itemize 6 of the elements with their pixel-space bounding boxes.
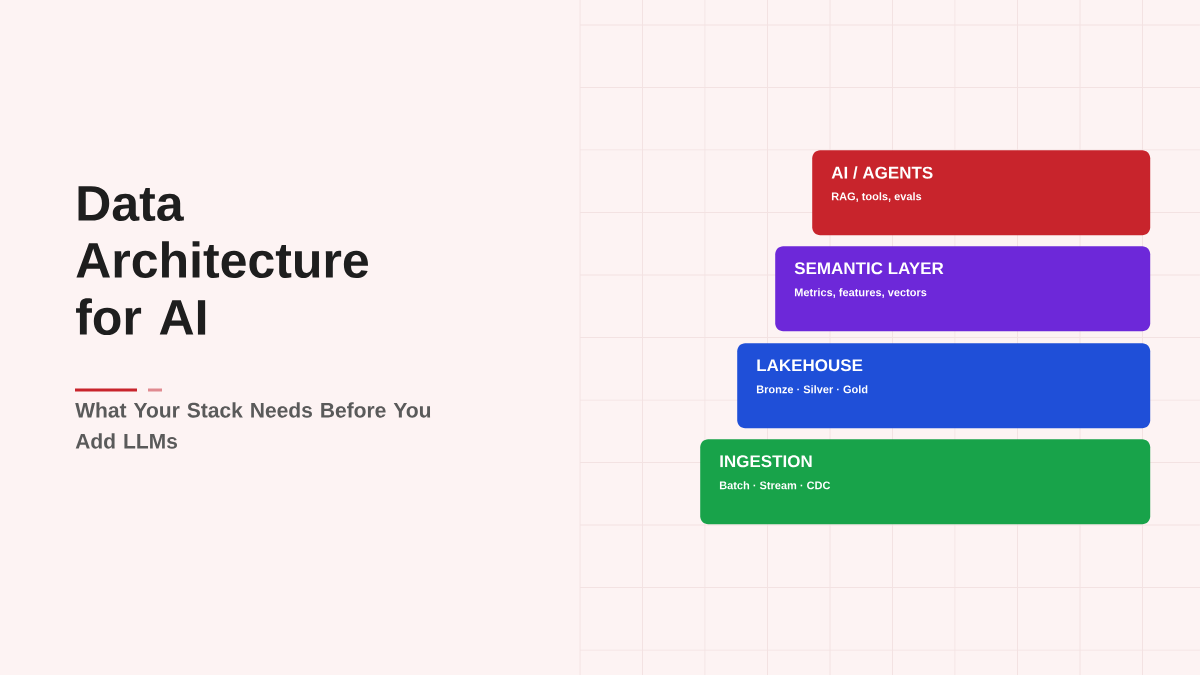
layer-box: SEMANTIC LAYER Metrics, features, vectors [775,246,1151,332]
layer-box: AI / AGENTS RAG, tools, evals [812,150,1151,236]
layer-box: LAKEHOUSE Bronze · Silver · Gold [737,343,1151,429]
layer-box: INGESTION Batch · Stream · CDC [700,439,1151,525]
title: Data Architecture for AI [76,186,368,336]
subtitle: What Your Stack Needs Before You Add LLMs [75,402,431,449]
